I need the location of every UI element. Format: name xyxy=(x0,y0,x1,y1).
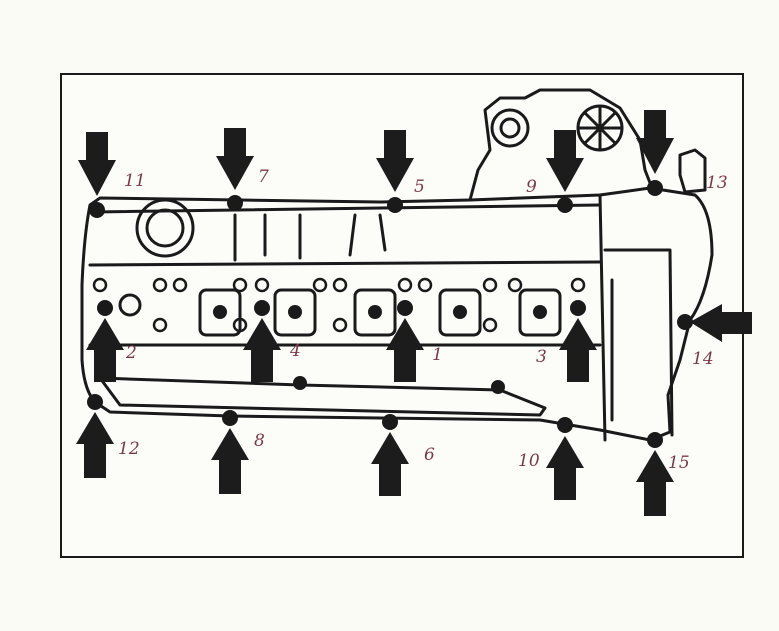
label-8: 8 xyxy=(254,431,265,451)
connector xyxy=(678,148,707,194)
label-2: 2 xyxy=(125,343,137,363)
oil-filler-cap xyxy=(135,198,195,258)
plug-well-4 xyxy=(438,288,482,337)
numbered-bolts xyxy=(87,180,693,448)
plug-well-5 xyxy=(518,288,562,337)
label-11: 11 xyxy=(124,171,146,191)
arrow-2 xyxy=(86,318,124,382)
arrow-1 xyxy=(386,318,424,382)
cam-sensor xyxy=(490,108,530,148)
label-15: 15 xyxy=(668,453,690,473)
arrow-13 xyxy=(636,110,674,174)
arrow-12 xyxy=(76,412,114,478)
label-9: 9 xyxy=(526,177,537,197)
arrow-11 xyxy=(78,132,116,196)
bolt-labels: 1 2 3 4 5 6 7 8 9 10 11 12 13 14 15 xyxy=(118,167,728,473)
arrow-7 xyxy=(216,128,254,190)
cover-outline xyxy=(80,186,714,442)
label-7: 7 xyxy=(258,167,269,187)
arrow-6 xyxy=(371,432,409,496)
minor-bolts xyxy=(92,277,586,333)
arrow-5 xyxy=(376,130,414,192)
label-3: 3 xyxy=(536,347,547,367)
label-5: 5 xyxy=(414,177,425,197)
arrow-14 xyxy=(690,304,752,342)
end-cap xyxy=(598,193,674,442)
plug-well-1 xyxy=(198,288,242,337)
label-13: 13 xyxy=(706,173,728,193)
cover-top-ridge xyxy=(93,203,602,214)
label-1: 1 xyxy=(432,345,443,365)
lower-rail xyxy=(98,376,547,417)
arrow-10 xyxy=(546,436,584,500)
arrow-9 xyxy=(546,130,584,192)
plug-well-3 xyxy=(353,288,397,337)
arrow-4 xyxy=(243,318,281,382)
label-12: 12 xyxy=(118,439,140,459)
label-4: 4 xyxy=(289,341,301,361)
plug-well-2 xyxy=(273,288,317,337)
arrow-3 xyxy=(559,318,597,382)
arrows xyxy=(76,110,752,516)
arrow-15 xyxy=(636,450,674,516)
inner-baffles xyxy=(233,213,387,262)
label-14: 14 xyxy=(692,349,714,369)
label-6: 6 xyxy=(424,445,435,465)
cover-mid-line xyxy=(88,260,602,267)
label-10: 10 xyxy=(518,451,540,471)
arrow-8 xyxy=(211,428,249,494)
